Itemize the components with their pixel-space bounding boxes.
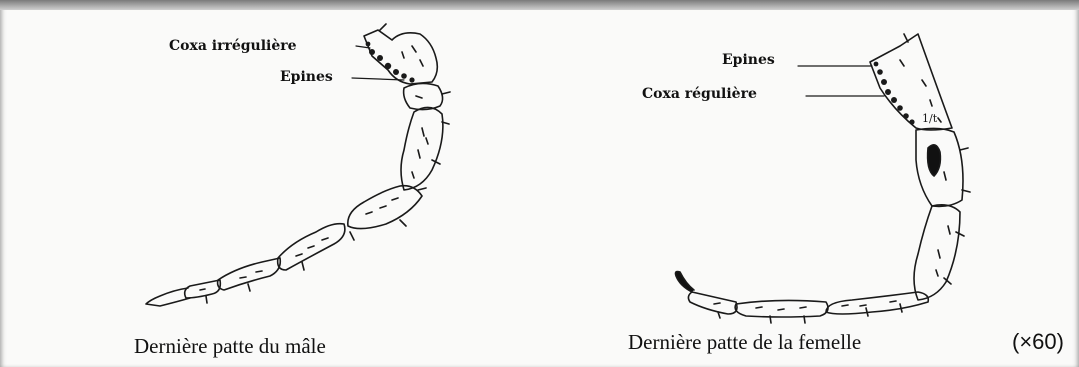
- label-coxa-irreguliere: Coxa irrégulière: [169, 38, 297, 54]
- male-leg-drawing: [146, 24, 450, 306]
- label-coxa-reguliere: Coxa régulière: [642, 86, 757, 102]
- svg-text:1/t: 1/t: [922, 112, 938, 125]
- caption-male-leg: Dernière patte du mâle: [134, 334, 326, 359]
- label-epines-female: Epines: [722, 52, 775, 68]
- female-leg-drawing: 1/t: [676, 34, 971, 323]
- magnification-label: (×60): [1012, 329, 1064, 355]
- caption-female-leg: Dernière patte de la femelle: [628, 330, 861, 355]
- label-epines-male: Epines: [280, 69, 333, 85]
